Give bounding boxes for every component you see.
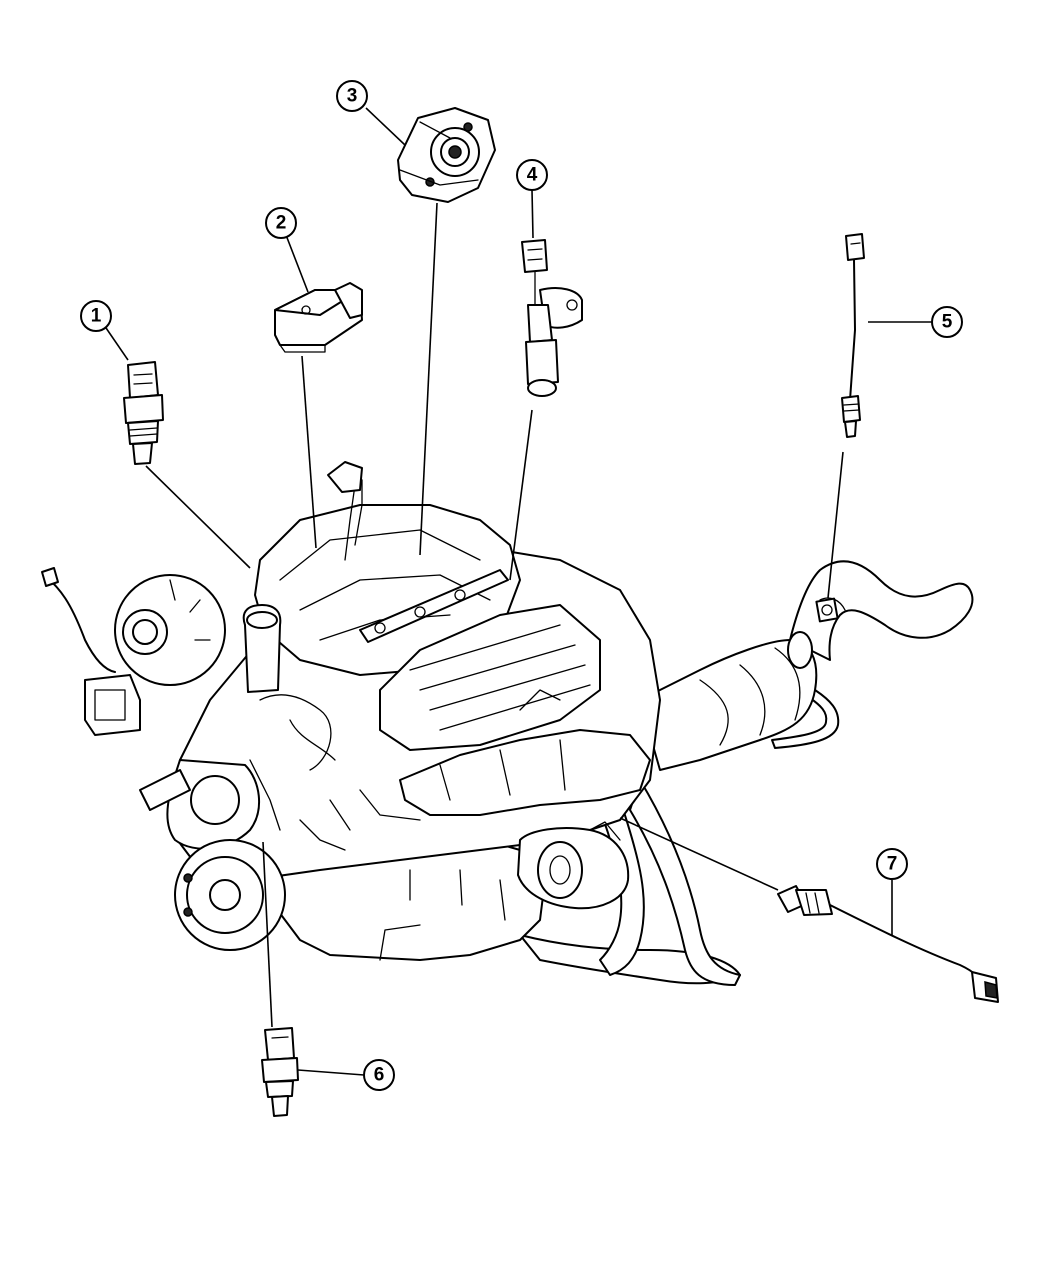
leader-lines — [103, 107, 932, 1076]
exhaust-pipe-icon — [519, 560, 974, 986]
callout-7: 7 — [876, 848, 908, 880]
callout-label: 6 — [374, 1065, 385, 1086]
callout-1: 1 — [80, 300, 112, 332]
throttle-position-sensor-icon — [397, 107, 496, 203]
callout-4: 4 — [516, 159, 548, 191]
oxygen-sensor-upstream-icon — [841, 233, 865, 438]
callout-label: 2 — [276, 213, 287, 234]
callout-label: 7 — [887, 854, 898, 875]
engine-assembly-icon — [41, 461, 661, 961]
map-sensor-icon — [274, 282, 363, 353]
camshaft-position-sensor-icon — [521, 239, 583, 397]
intake-air-temp-sensor-icon — [261, 1027, 299, 1117]
callout-label: 3 — [347, 86, 358, 107]
callout-3: 3 — [336, 80, 368, 112]
callout-2: 2 — [265, 207, 297, 239]
callout-label: 1 — [91, 306, 102, 327]
callout-label: 4 — [527, 165, 538, 186]
oxygen-sensor-downstream-icon — [777, 885, 999, 1003]
callout-6: 6 — [363, 1059, 395, 1091]
callout-5: 5 — [931, 306, 963, 338]
coolant-temp-sensor-icon — [123, 361, 164, 465]
callout-label: 5 — [942, 312, 953, 333]
